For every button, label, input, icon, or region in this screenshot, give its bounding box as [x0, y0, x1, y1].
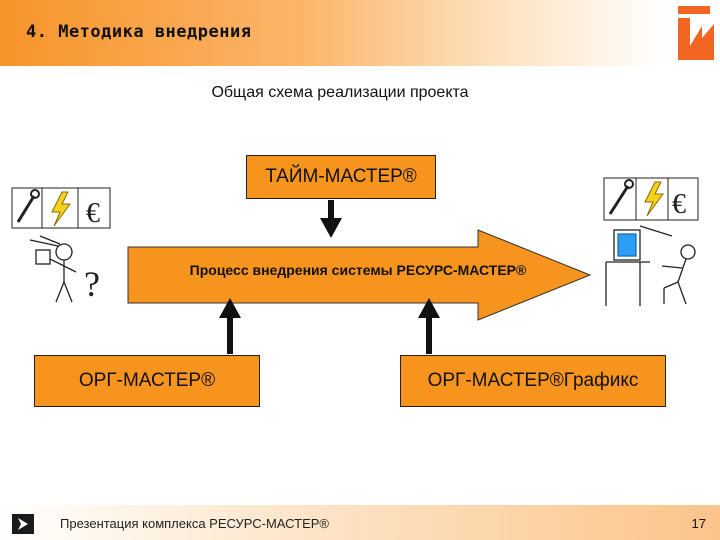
- left-icon-group: [11, 187, 111, 229]
- presentation-title: Презентация комплекса РЕСУРС-МАСТЕР®: [60, 516, 330, 531]
- page-title: 4. Методика внедрения: [26, 22, 252, 42]
- footer-bar: [0, 505, 720, 540]
- up-arrow-left-icon: [219, 298, 241, 354]
- diagram-subtitle: Общая схема реализации проекта: [211, 84, 469, 101]
- computer-user-icon: [605, 225, 696, 306]
- page-number: 17: [691, 516, 706, 531]
- org-master-box: ОРГ-МАСТЕР®: [34, 355, 260, 407]
- down-arrow-icon: [320, 200, 342, 238]
- process-arrow-label: Процесс внедрения системы РЕСУРС-МАСТЕР®: [189, 262, 527, 278]
- euro-icon: €: [86, 198, 100, 229]
- org-master-graphics-box: ОРГ-МАСТЕР®Графикс: [400, 355, 666, 407]
- wrench-icon: [16, 189, 40, 223]
- lightning-icon: [51, 191, 71, 227]
- up-arrow-right-icon: [418, 298, 440, 354]
- header-bar: [0, 0, 665, 66]
- euro-icon: €: [672, 189, 686, 220]
- nav-arrow-icon[interactable]: [12, 514, 34, 534]
- company-logo-icon: [678, 6, 714, 60]
- lightning-icon: [644, 181, 664, 217]
- svg-text:?: ?: [84, 264, 100, 304]
- taim-master-box: ТАЙМ-МАСТЕР®: [246, 155, 436, 199]
- process-arrow-shape: [127, 229, 592, 321]
- wrench-icon: [608, 179, 634, 215]
- svg-text:€: €: [672, 189, 686, 220]
- confused-person-icon: ?: [29, 235, 100, 304]
- svg-text:€: €: [86, 198, 100, 229]
